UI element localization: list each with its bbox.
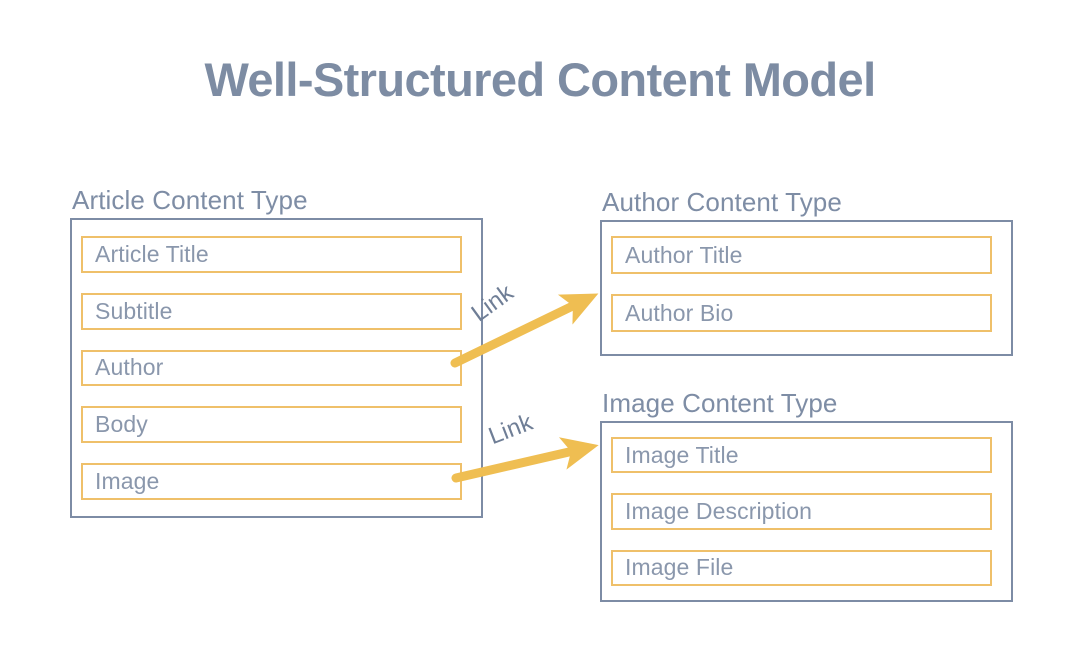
- field-image[interactable]: Image: [81, 463, 462, 500]
- content-type-group-image[interactable]: Image Content Type Image Title Image Des…: [600, 388, 1013, 602]
- content-type-group-author[interactable]: Author Content Type Author Title Author …: [600, 187, 1013, 356]
- group-header-author: Author Content Type: [602, 187, 842, 217]
- field-image-description[interactable]: Image Description: [611, 493, 992, 530]
- field-list-image: Image Title Image Description Image File: [600, 421, 1013, 602]
- group-header-image: Image Content Type: [602, 388, 838, 418]
- field-image-file[interactable]: Image File: [611, 549, 992, 586]
- field-body[interactable]: Body: [81, 406, 462, 444]
- content-type-group-article[interactable]: Article Content Type Article Title Subti…: [70, 185, 483, 518]
- page-title: Well-Structured Content Model: [204, 53, 876, 106]
- field-author-title[interactable]: Author Title: [611, 236, 992, 274]
- field-author[interactable]: Author: [81, 349, 462, 387]
- field-article-title[interactable]: Article Title: [81, 236, 462, 273]
- group-header-article: Article Content Type: [72, 185, 308, 215]
- field-image-title[interactable]: Image Title: [611, 437, 992, 474]
- connector-label-image-link: Link: [484, 408, 537, 451]
- field-list-author: Author Title Author Bio: [600, 220, 1013, 356]
- field-list-article: Article Title Subtitle Author Body Image: [70, 218, 483, 518]
- field-subtitle[interactable]: Subtitle: [81, 292, 462, 330]
- field-author-bio[interactable]: Author Bio: [611, 294, 992, 332]
